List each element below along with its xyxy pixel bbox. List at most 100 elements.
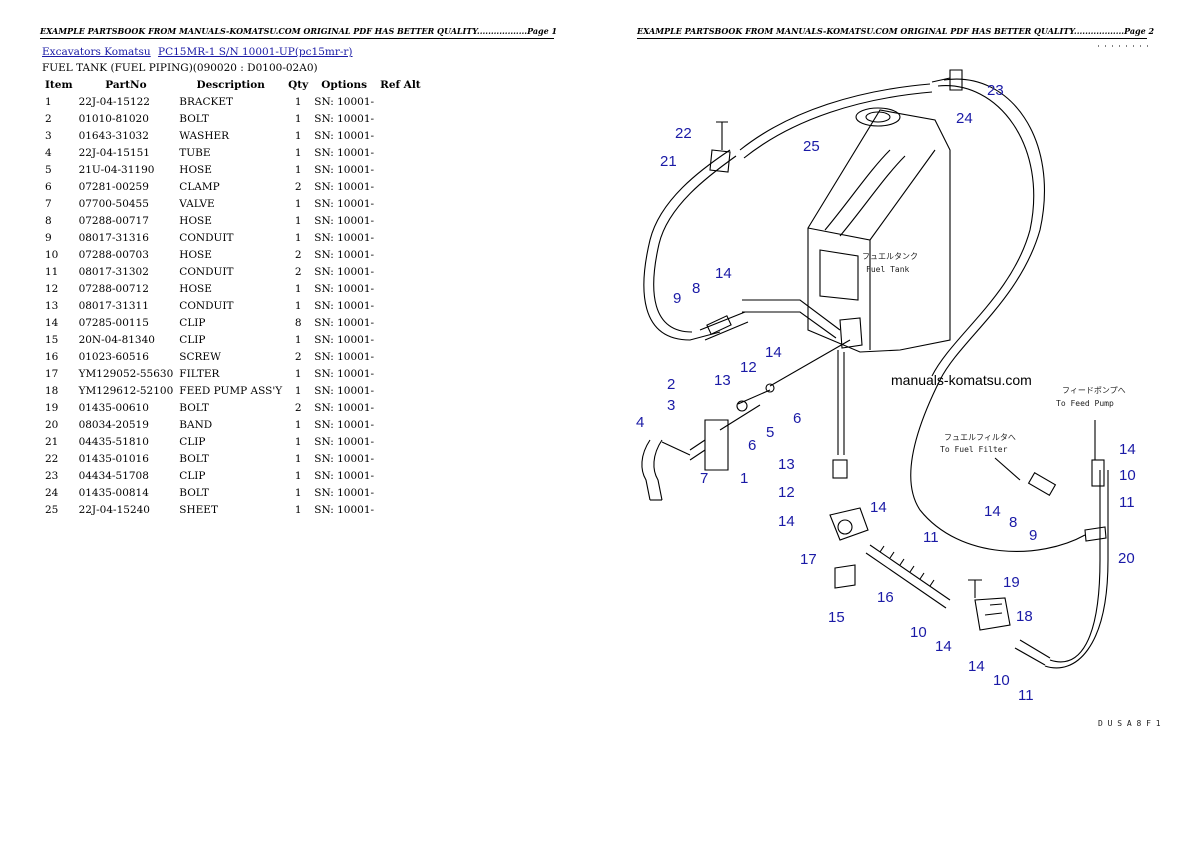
cell-description: VALVE (179, 197, 215, 210)
callout-11b: 11 (1018, 687, 1034, 704)
cell-description: CLAMP (179, 180, 220, 193)
cell-item: 8 (45, 214, 52, 227)
cell-qty: 2 (294, 180, 302, 193)
cell-ref-alt (377, 263, 424, 280)
cell-item: 9 (45, 231, 52, 244)
cell-partno: 22J-04-15240 (78, 503, 150, 516)
cell-qty: 1 (294, 231, 302, 244)
cell-partno: 07288-00717 (78, 214, 149, 227)
cell-item: 22 (45, 452, 59, 465)
cell-description: BOLT (179, 486, 209, 499)
col-header-options: Options (321, 79, 368, 91)
cell-item: 25 (45, 503, 59, 516)
cell-partno: YM129612-52100 (78, 384, 174, 397)
cell-options: SN: 10001- (314, 316, 375, 329)
cell-ref-alt (377, 93, 424, 110)
callout-14d: 14 (870, 499, 887, 516)
cell-item: 16 (45, 350, 59, 363)
callout-21: 21 (660, 153, 677, 170)
callout-4: 4 (636, 414, 644, 431)
cell-options: SN: 10001- (314, 163, 375, 176)
callout-group: 23 24 22 25 21 14 9 8 12 14 2 13 3 5 6 6… (636, 82, 1136, 704)
cell-options: SN: 10001- (314, 367, 375, 380)
cell-partno: 21U-04-31190 (78, 163, 155, 176)
breadcrumb-category-link[interactable]: Excavators Komatsu (42, 46, 151, 58)
cell-qty: 1 (294, 435, 302, 448)
cell-description: HOSE (179, 214, 212, 227)
cell-options: SN: 10001- (314, 248, 375, 261)
cell-options: SN: 10001- (314, 231, 375, 244)
callout-18: 18 (1016, 608, 1033, 625)
cell-ref-alt (377, 195, 424, 212)
cell-options: SN: 10001- (314, 180, 375, 193)
cell-qty: 1 (294, 418, 302, 431)
diagram-linework (641, 45, 1148, 669)
cell-options: SN: 10001- (314, 214, 375, 227)
cell-description: FEED PUMP ASS'Y (179, 384, 283, 397)
cell-ref-alt (377, 433, 424, 450)
callout-10a: 10 (910, 624, 927, 641)
breadcrumb-model-link[interactable]: PC15MR-1 S/N 10001-UP(pc15mr-r) (158, 46, 353, 58)
callout-2: 2 (667, 376, 675, 393)
cell-item: 3 (45, 129, 52, 142)
cell-item: 13 (45, 299, 59, 312)
cell-qty: 1 (294, 384, 302, 397)
callout-14h: 14 (984, 503, 1001, 520)
cell-item: 10 (45, 248, 59, 261)
cell-ref-alt (377, 127, 424, 144)
tank-label-jp: フュエルタンク (862, 252, 918, 261)
cell-partno: 01023-60516 (78, 350, 149, 363)
cell-options: SN: 10001- (314, 333, 375, 346)
cell-partno: 22J-04-15151 (78, 146, 150, 159)
cell-partno: 22J-04-15122 (78, 95, 150, 108)
cell-ref-alt (377, 450, 424, 467)
cell-ref-alt (377, 365, 424, 382)
callout-14c: 14 (778, 513, 795, 530)
cell-description: CONDUIT (179, 299, 234, 312)
cell-qty: 2 (294, 350, 302, 363)
cell-ref-alt (377, 178, 424, 195)
callout-9a: 9 (673, 290, 681, 307)
cell-partno: 07288-00703 (78, 248, 149, 261)
col-header-partno: PartNo (105, 79, 147, 91)
cell-ref-alt (377, 416, 424, 433)
callout-11a: 11 (923, 529, 939, 546)
cell-item: 19 (45, 401, 59, 414)
cell-options: SN: 10001- (314, 452, 375, 465)
parts-table: Item PartNo Description Qty Options Ref … (42, 77, 424, 518)
callout-22: 22 (675, 125, 692, 142)
cell-ref-alt (377, 297, 424, 314)
feed-pump-label-en: To Feed Pump (1056, 399, 1114, 408)
cell-item: 4 (45, 146, 52, 159)
feed-pump-label-jp: フィードポンプへ (1062, 386, 1126, 395)
cell-ref-alt (377, 399, 424, 416)
cell-ref-alt (377, 348, 424, 365)
cell-options: SN: 10001- (314, 95, 375, 108)
cell-description: BOLT (179, 112, 209, 125)
cell-partno: 01435-01016 (78, 452, 149, 465)
watermark-text: manuals-komatsu.com (891, 372, 1032, 388)
cell-ref-alt (377, 501, 424, 518)
fuel-filter-label-en: To Fuel Filter (940, 445, 1008, 454)
cell-description: CLIP (179, 469, 206, 482)
cell-options: SN: 10001- (314, 486, 375, 499)
callout-15: 15 (828, 609, 845, 626)
cell-options: SN: 10001- (314, 469, 375, 482)
cell-qty: 1 (294, 503, 302, 516)
callout-16: 16 (877, 589, 894, 606)
callout-8a: 8 (692, 280, 700, 297)
page-header-1: EXAMPLE PARTSBOOK FROM MANUALS-KOMATSU.C… (40, 26, 557, 39)
cell-options: SN: 10001- (314, 503, 375, 516)
cell-qty: 1 (294, 282, 302, 295)
callout-8b: 8 (1009, 514, 1017, 531)
